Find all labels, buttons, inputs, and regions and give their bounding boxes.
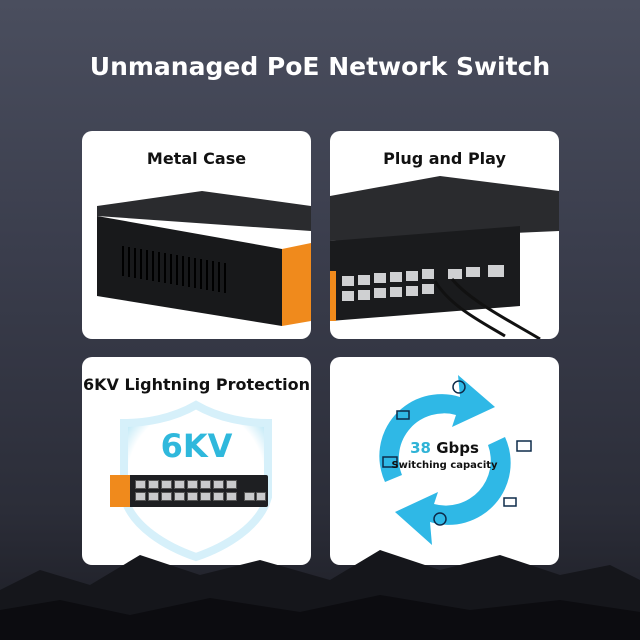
card-label: 6KV Lightning Protection	[82, 375, 311, 394]
page-title: Unmanaged PoE Network Switch	[89, 52, 551, 81]
capacity-caption: Switching capacity	[391, 460, 498, 471]
card-switching-capacity: 38 Gbps Switching capacity	[330, 357, 559, 565]
speed-unit: Gbps	[436, 439, 479, 457]
card-label: Metal Case	[146, 149, 247, 168]
switch-front-image	[110, 475, 268, 507]
card-lightning-protection: 6KV Lightning Protection 6KV	[82, 357, 311, 565]
switch-ports-image	[330, 176, 559, 339]
speed-value: 38 Gbps	[330, 439, 559, 457]
card-metal-case: Metal Case	[82, 131, 311, 339]
card-label: Plug and Play	[383, 149, 506, 168]
voltage-badge: 6KV	[160, 427, 233, 465]
card-plug-and-play: Plug and Play	[330, 131, 559, 339]
speed-number: 38	[410, 439, 431, 457]
mountain-rocks	[0, 550, 640, 640]
cycle-arrows-icon	[379, 375, 532, 545]
switch-side-image	[97, 191, 311, 326]
